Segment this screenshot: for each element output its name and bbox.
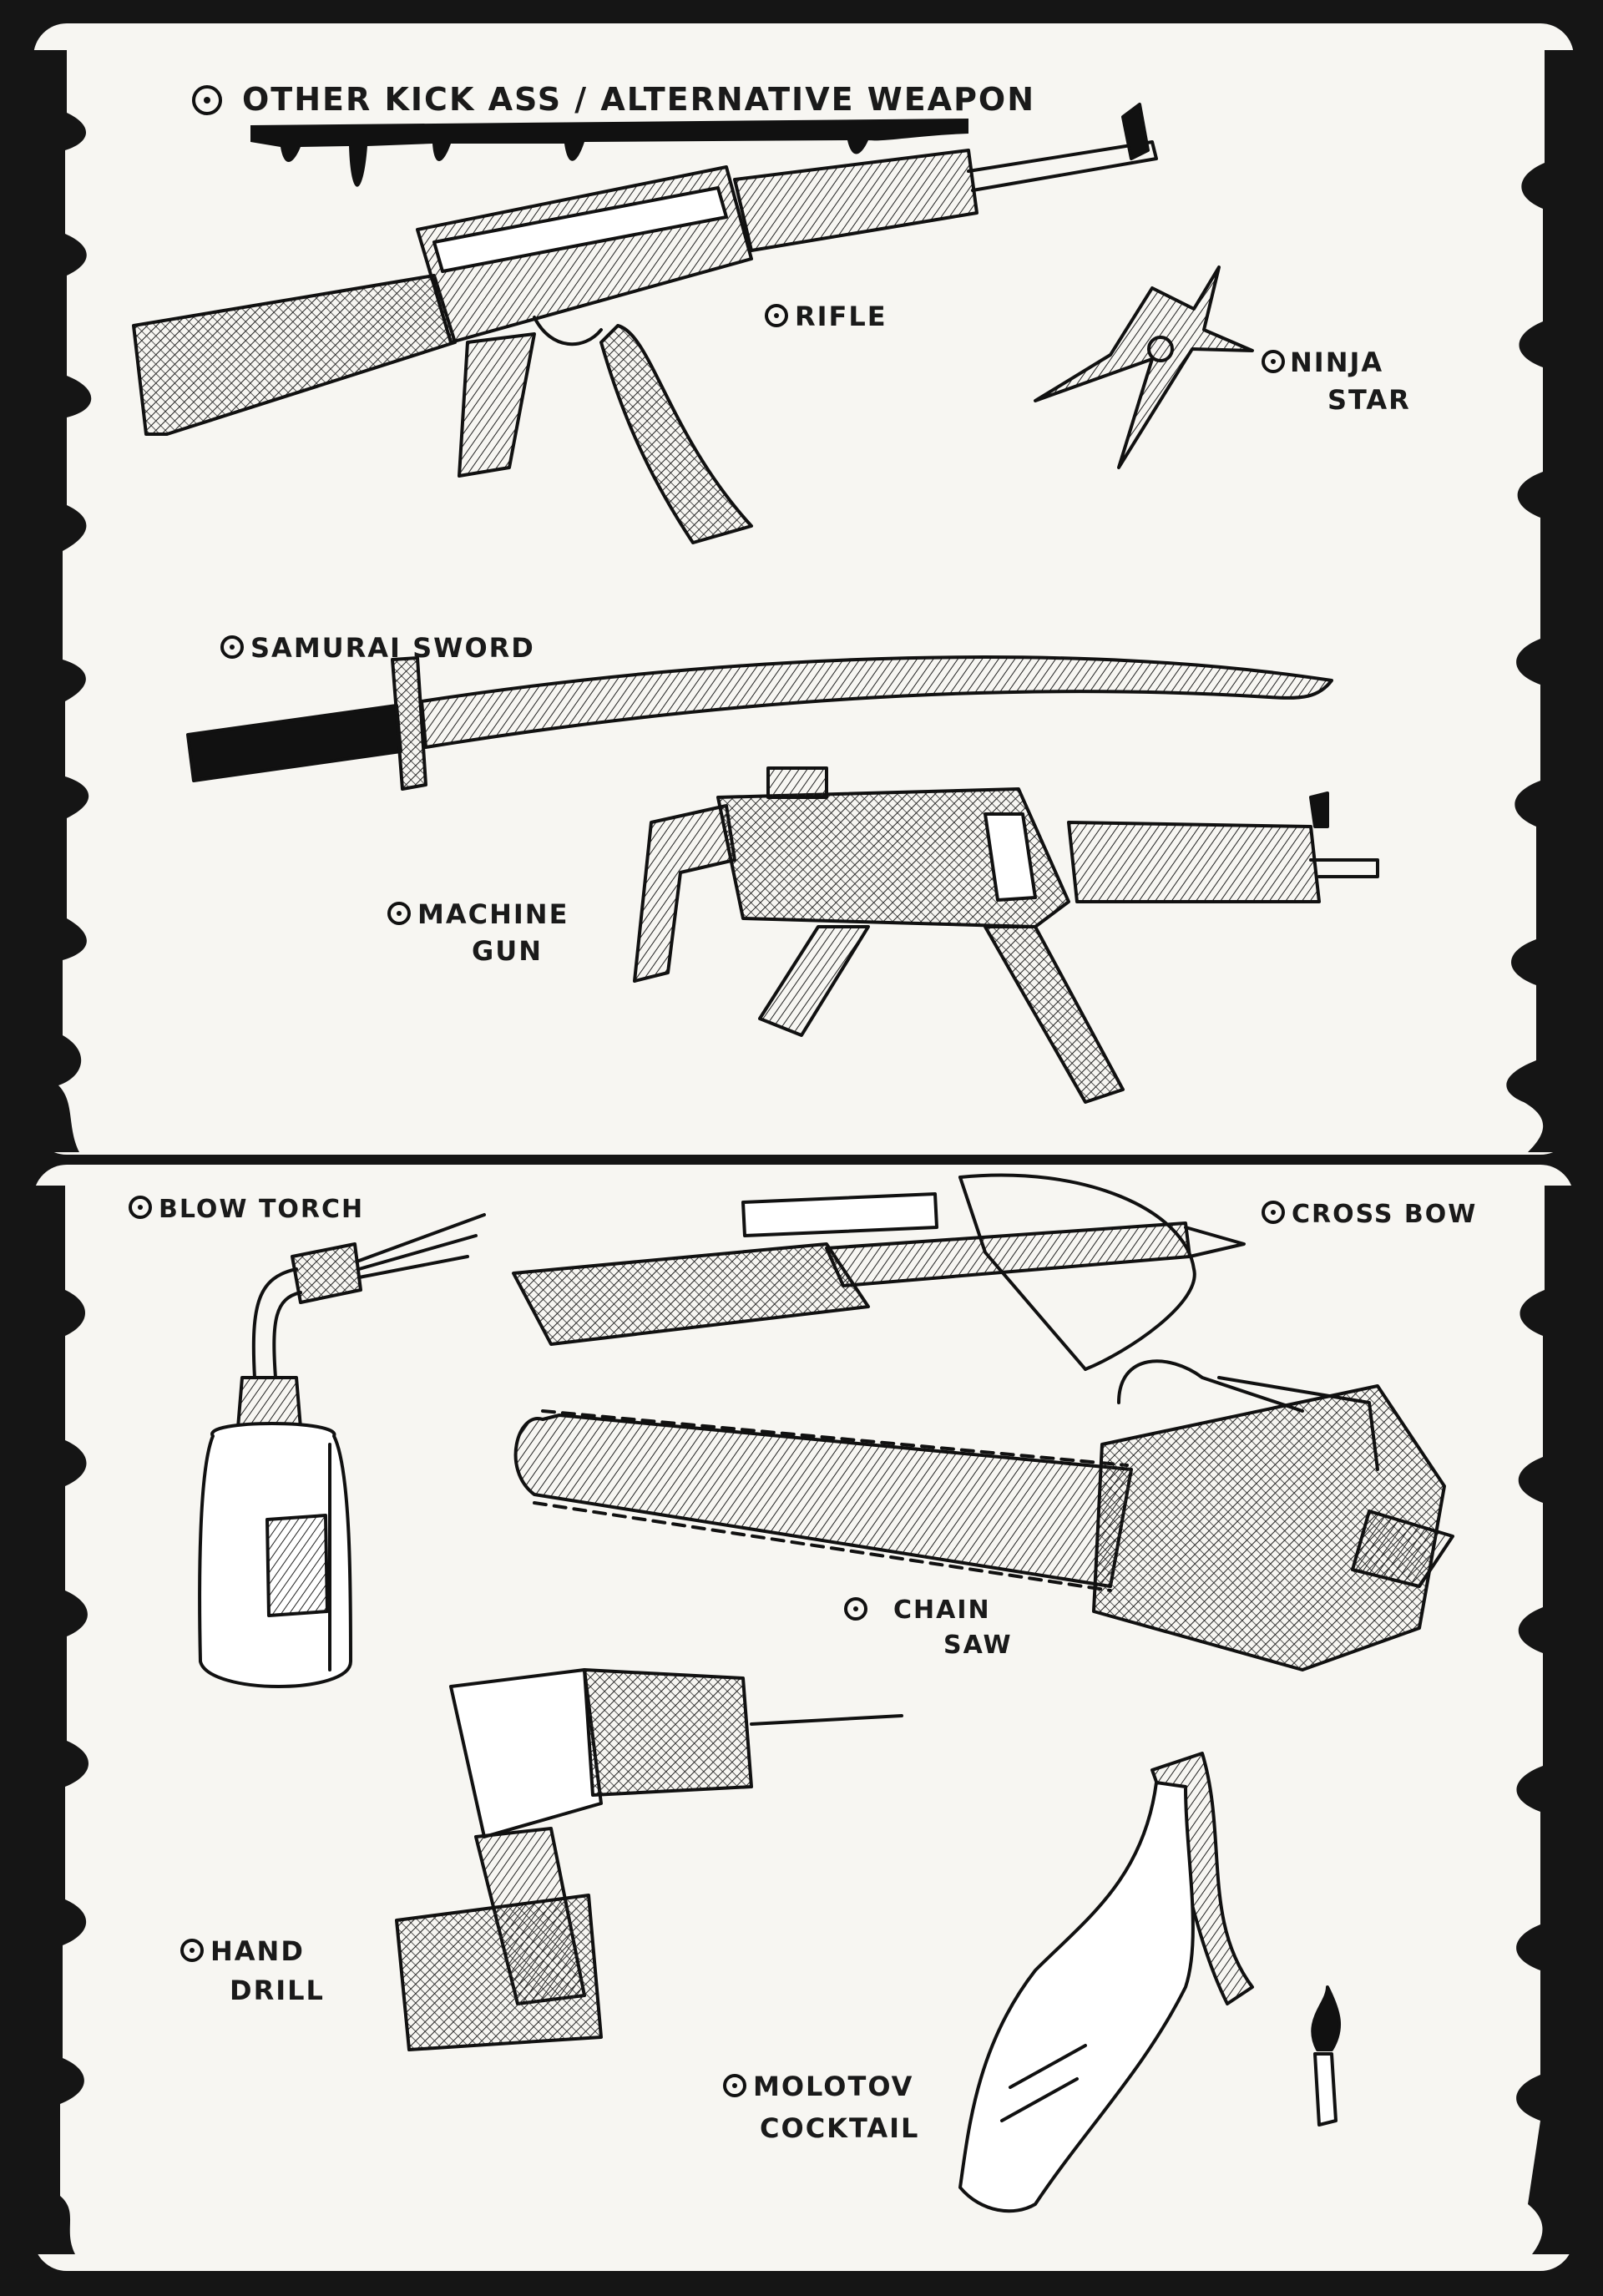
ninja-star-label-1: NINJA [1290, 346, 1383, 378]
crossbow-drawing [512, 1173, 1246, 1371]
heading-ink-drip [250, 119, 968, 187]
blow-torch-drawing [198, 1213, 486, 1688]
sword-guard [391, 656, 427, 791]
rifle-drawing [132, 103, 1158, 544]
rifle-handguard [733, 149, 978, 252]
blow-torch-label: BLOW TORCH [159, 1195, 364, 1224]
cross-bow-label: CROSS BOW [1292, 1200, 1477, 1229]
rifle-stock [132, 274, 457, 436]
machine-gun-label-2: GUN [472, 935, 543, 967]
machine-gun-label-1: MACHINE [417, 898, 569, 930]
ink-drips-left-top [33, 50, 92, 1152]
samurai-sword-drawing [186, 655, 1333, 791]
hand-drill-drawing [395, 1668, 903, 2051]
sword-blade [420, 655, 1333, 749]
crossbow-scope [741, 1192, 938, 1237]
molotov-label-2: COCKTAIL [760, 2112, 919, 2144]
ink-drips-right-bottom [1516, 1186, 1574, 2254]
mg-receiver [716, 787, 1070, 928]
rifle-label: RIFLE [795, 301, 887, 332]
hand-drill-label-2: DRILL [230, 1975, 325, 2006]
crossbow-stock [512, 1242, 870, 1346]
torch-nozzle [291, 1242, 362, 1304]
lighter-icon [1313, 2052, 1338, 2127]
ink-drips-left-bottom [33, 1186, 89, 2254]
chainsaw-body [1092, 1384, 1446, 1671]
mg-handguard [1067, 821, 1321, 903]
drill-body [449, 1668, 603, 1838]
page-heading: OTHER KICK ASS / ALTERNATIVE WEAPON [242, 81, 1035, 118]
chainsaw-drawing [513, 1359, 1454, 1671]
chain-saw-label-1: CHAIN [893, 1596, 991, 1625]
rifle-grip [458, 332, 536, 478]
mg-magazine [984, 925, 1125, 1104]
flame-icon [1311, 1985, 1342, 2051]
machine-gun-drawing [633, 766, 1379, 1104]
ink-drips-right-top [1506, 50, 1574, 1152]
molotov-label-1: MOLOTOV [753, 2071, 913, 2102]
hand-drill-label-1: HAND [210, 1935, 305, 1967]
mg-grip [758, 925, 870, 1037]
chainsaw-bar [513, 1414, 1133, 1588]
chain-saw-label-2: SAW [943, 1631, 1013, 1660]
drill-chuck [583, 1668, 753, 1797]
bullet-icon [192, 85, 222, 115]
drill-battery [395, 1894, 603, 2051]
molotov-drawing [958, 1752, 1342, 2213]
molotov-bottle [958, 1781, 1195, 2213]
rifle-magazine [599, 324, 753, 544]
heading-group: OTHER KICK ASS / ALTERNATIVE WEAPON [192, 81, 1035, 187]
ninja-star-label-2: STAR [1327, 384, 1411, 416]
ninja-star-drawing [1034, 266, 1254, 469]
bottom-page [33, 1165, 1574, 2271]
